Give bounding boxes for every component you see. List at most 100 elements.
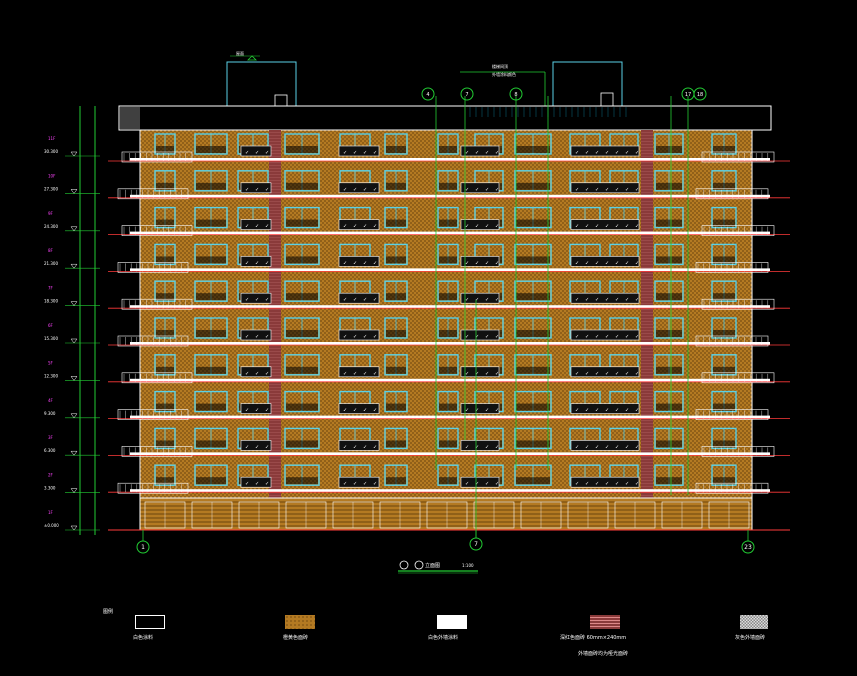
floor-8: ✓✓✓✓✓✓✓✓✓✓✓✓✓✓✓✓✓✓ [108, 390, 790, 420]
svg-text:✓: ✓ [575, 150, 579, 156]
svg-text:✓: ✓ [353, 334, 357, 340]
svg-text:✓: ✓ [373, 444, 377, 450]
svg-text:✓: ✓ [595, 481, 599, 487]
svg-text:✓: ✓ [635, 297, 639, 303]
svg-text:✓: ✓ [245, 187, 249, 193]
svg-text:✓: ✓ [373, 224, 377, 230]
legend-label-5: 灰色外墙面砖 [735, 635, 766, 641]
svg-text:✓: ✓ [485, 260, 489, 266]
svg-text:✓: ✓ [635, 187, 639, 193]
svg-text:✓: ✓ [635, 260, 639, 266]
svg-text:✓: ✓ [475, 334, 479, 340]
svg-text:✓: ✓ [615, 444, 619, 450]
axis-label-right: 23 [744, 544, 752, 551]
svg-text:✓: ✓ [245, 297, 249, 303]
svg-text:✓: ✓ [605, 408, 609, 414]
svg-text:✓: ✓ [585, 408, 589, 414]
svg-text:✓: ✓ [343, 334, 347, 340]
svg-text:✓: ✓ [585, 334, 589, 340]
red-brick-columns [269, 130, 653, 498]
svg-text:✓: ✓ [343, 481, 347, 487]
svg-text:✓: ✓ [615, 408, 619, 414]
svg-text:✓: ✓ [465, 260, 469, 266]
top-axis-marker-5: 18 [693, 87, 707, 101]
svg-text:✓: ✓ [475, 150, 479, 156]
svg-text:✓: ✓ [615, 297, 619, 303]
svg-text:✓: ✓ [363, 481, 367, 487]
svg-text:✓: ✓ [475, 481, 479, 487]
legend-title: 图例 [103, 609, 114, 615]
svg-text:✓: ✓ [363, 260, 367, 266]
svg-text:✓: ✓ [475, 444, 479, 450]
level-floor-label: 6F [48, 323, 54, 328]
svg-text:✓: ✓ [343, 371, 347, 377]
level-mark: 1F±0.000 [44, 510, 100, 531]
svg-text:✓: ✓ [635, 334, 639, 340]
svg-text:✓: ✓ [255, 150, 259, 156]
svg-text:✓: ✓ [363, 150, 367, 156]
svg-text:✓: ✓ [625, 150, 629, 156]
parapet [118, 105, 772, 131]
level-mark: 2F3.300 [44, 473, 100, 494]
legend-swatch-red [590, 615, 620, 629]
svg-text:✓: ✓ [625, 224, 629, 230]
svg-text:✓: ✓ [245, 408, 249, 414]
svg-text:✓: ✓ [245, 371, 249, 377]
svg-text:✓: ✓ [363, 297, 367, 303]
level-floor-label: 7F [48, 286, 54, 291]
svg-text:✓: ✓ [373, 187, 377, 193]
svg-text:✓: ✓ [475, 371, 479, 377]
svg-text:✓: ✓ [465, 150, 469, 156]
axis-label-left: 1 [141, 544, 145, 551]
level-mark: 3F6.300 [44, 435, 100, 456]
svg-text:✓: ✓ [595, 371, 599, 377]
svg-text:✓: ✓ [495, 334, 499, 340]
svg-text:✓: ✓ [625, 444, 629, 450]
svg-text:✓: ✓ [585, 444, 589, 450]
drawing-title: 立面图 1:100 [398, 560, 478, 574]
level-floor-label: 8F [48, 248, 54, 253]
svg-text:✓: ✓ [265, 150, 269, 156]
legend-swatch-white [437, 615, 467, 629]
level-floor-label: 11F [48, 136, 56, 141]
svg-text:✓: ✓ [485, 297, 489, 303]
svg-text:✓: ✓ [495, 297, 499, 303]
axis-bubble-7: 7 [469, 530, 483, 551]
svg-text:✓: ✓ [485, 224, 489, 230]
svg-text:✓: ✓ [595, 150, 599, 156]
level-elev-label: 30.300 [44, 149, 58, 154]
svg-text:✓: ✓ [485, 150, 489, 156]
svg-text:✓: ✓ [265, 224, 269, 230]
svg-text:✓: ✓ [605, 260, 609, 266]
level-elev-label: 24.300 [44, 224, 58, 229]
svg-text:✓: ✓ [363, 224, 367, 230]
svg-text:✓: ✓ [353, 297, 357, 303]
svg-text:✓: ✓ [585, 224, 589, 230]
svg-text:✓: ✓ [635, 408, 639, 414]
svg-text:✓: ✓ [353, 224, 357, 230]
svg-text:✓: ✓ [255, 371, 259, 377]
svg-text:✓: ✓ [373, 297, 377, 303]
svg-text:✓: ✓ [465, 187, 469, 193]
legend-label-3: 白色外墙涂料 [428, 635, 459, 641]
svg-text:✓: ✓ [245, 481, 249, 487]
svg-text:✓: ✓ [245, 444, 249, 450]
svg-text:✓: ✓ [353, 187, 357, 193]
svg-text:✓: ✓ [595, 408, 599, 414]
floor-7: ✓✓✓✓✓✓✓✓✓✓✓✓✓✓✓✓✓✓ [108, 354, 790, 384]
svg-text:✓: ✓ [615, 371, 619, 377]
svg-text:✓: ✓ [635, 224, 639, 230]
svg-text:✓: ✓ [373, 481, 377, 487]
legend-label-1: 白色涂料 [133, 635, 154, 641]
svg-text:✓: ✓ [595, 444, 599, 450]
top-axis-marker-3: 8 [509, 87, 523, 101]
svg-text:✓: ✓ [605, 334, 609, 340]
svg-text:✓: ✓ [605, 150, 609, 156]
svg-text:✓: ✓ [465, 334, 469, 340]
top-axis-label: 7 [465, 92, 468, 98]
svg-text:✓: ✓ [465, 371, 469, 377]
svg-text:✓: ✓ [465, 444, 469, 450]
legend-label-2: 橙黄色面砖 [283, 635, 309, 641]
